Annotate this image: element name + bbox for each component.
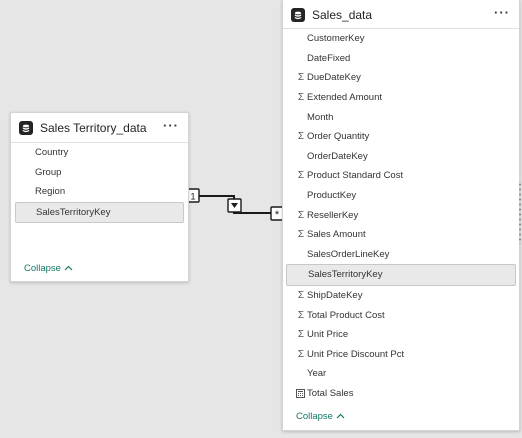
field-name: SalesOrderLineKey (307, 248, 390, 260)
collapse-label: Collapse (24, 263, 61, 274)
field-name: CustomerKey (307, 33, 365, 45)
field-row[interactable]: ProductKey (286, 186, 516, 206)
field-name: Order Quantity (307, 131, 370, 143)
field-row[interactable]: CustomerKey (286, 29, 516, 49)
field-row[interactable]: Country (15, 143, 184, 163)
field-row[interactable]: Region (15, 182, 184, 202)
field-row[interactable]: SalesOrderLineKey (286, 245, 516, 265)
field-row[interactable]: Group (15, 163, 184, 183)
field-name: Total Product Cost (307, 309, 385, 321)
header-divider (11, 142, 188, 143)
table-title: Sales_data (312, 8, 373, 22)
field-name: SalesTerritoryKey (36, 207, 111, 219)
field-row[interactable]: SalesTerritoryKey (15, 201, 184, 224)
one-cardinality-label: 1 (190, 192, 195, 202)
sigma-icon: Σ (297, 348, 305, 360)
more-options-button[interactable]: ··· (163, 118, 179, 133)
table-icon (291, 8, 305, 22)
sales-territory-header[interactable]: Sales Territory_data ··· (11, 114, 188, 142)
sigma-icon: Σ (297, 209, 305, 221)
field-name: Unit Price Discount Pct (307, 348, 405, 360)
sigma-icon: Σ (297, 72, 305, 84)
filter-arrow-down-icon (227, 198, 242, 213)
field-row[interactable]: SalesTerritoryKey (286, 264, 516, 286)
field-row[interactable]: DateFixed (286, 49, 516, 69)
field-name: ResellerKey (307, 209, 359, 221)
many-cardinality-label: * (275, 209, 280, 221)
field-name: ProductKey (307, 190, 357, 202)
collapse-label: Collapse (296, 411, 333, 422)
one-cardinality-marker: 1 (186, 188, 200, 203)
field-name: OrderDateKey (307, 150, 368, 162)
sigma-icon: Σ (297, 229, 305, 241)
field-name: Extended Amount (307, 92, 382, 104)
chevron-up-icon (336, 412, 345, 421)
field-row[interactable]: Year (286, 364, 516, 384)
field-row[interactable]: Month (286, 107, 516, 127)
field-name: ShipDateKey (307, 290, 363, 302)
offscreen-card-edge (518, 182, 522, 244)
field-name: DueDateKey (307, 72, 361, 84)
calculator-icon (296, 388, 305, 398)
field-name: Total Sales (307, 387, 354, 399)
many-cardinality-marker: * (270, 206, 284, 221)
sigma-icon: Σ (297, 290, 305, 302)
field-row[interactable]: OrderDateKey (286, 147, 516, 167)
table-title: Sales Territory_data (40, 121, 147, 135)
field-name: Country (35, 147, 69, 159)
sigma-icon: Σ (297, 309, 305, 321)
field-name: Year (307, 368, 327, 380)
collapse-button[interactable]: Collapse (24, 263, 73, 274)
field-name: SalesTerritoryKey (308, 269, 383, 281)
field-name: Unit Price (307, 329, 349, 341)
sales-header[interactable]: Sales_data ··· (283, 1, 519, 29)
field-name: DateFixed (307, 52, 351, 64)
field-name: Month (307, 111, 334, 123)
sigma-icon: Σ (297, 131, 305, 143)
more-options-button[interactable]: ··· (494, 5, 510, 20)
field-name: Sales Amount (307, 229, 366, 241)
table-icon (19, 121, 33, 135)
sigma-icon: Σ (297, 329, 305, 341)
collapse-button[interactable]: Collapse (296, 411, 345, 422)
header-divider (283, 28, 519, 29)
field-name: Region (35, 186, 66, 198)
sigma-icon: Σ (297, 92, 305, 104)
sigma-icon: Σ (297, 170, 305, 182)
chevron-up-icon (64, 264, 73, 273)
field-name: Group (35, 166, 62, 178)
field-name: Product Standard Cost (307, 170, 404, 182)
field-row[interactable]: Total Sales (286, 384, 516, 404)
